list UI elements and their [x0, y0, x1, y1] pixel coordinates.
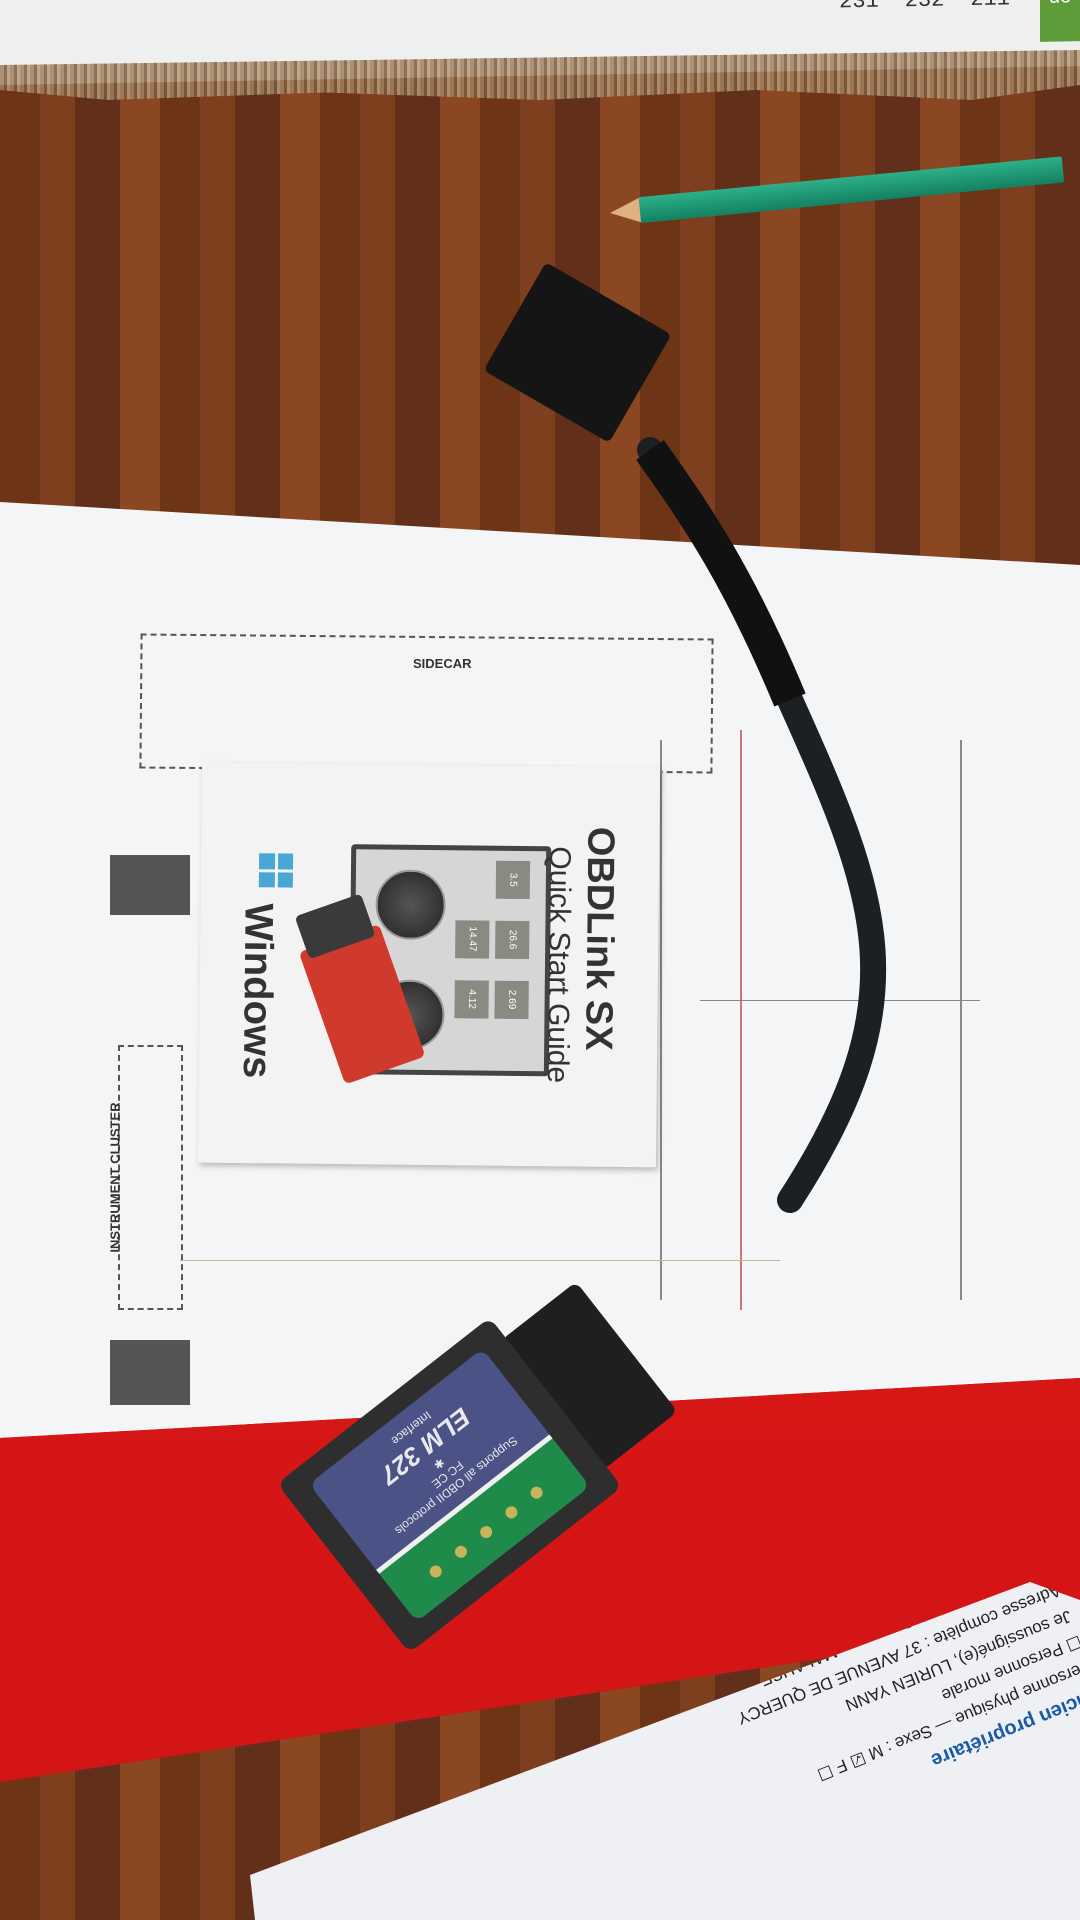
wire	[960, 740, 962, 1300]
switch-block	[110, 855, 190, 915]
wire	[180, 1260, 780, 1261]
cable-wire	[637, 437, 887, 1213]
switch-block	[110, 1340, 190, 1405]
wire	[740, 730, 742, 1310]
wire	[700, 1000, 980, 1001]
wire	[660, 740, 662, 1300]
cable-sleeve	[636, 440, 806, 707]
sidecar-label: SIDECAR	[413, 656, 472, 671]
instrument-cluster-section	[118, 1045, 183, 1310]
